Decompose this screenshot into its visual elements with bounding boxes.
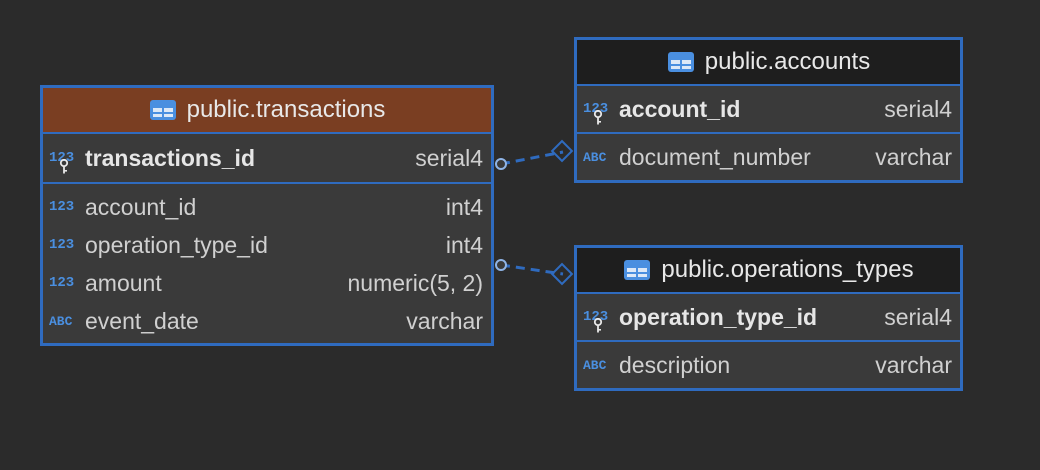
column-name: account_id — [85, 193, 197, 220]
table-title: public.transactions — [186, 96, 386, 123]
column-name: description — [619, 351, 731, 378]
fk-transactions-operations-types[interactable] — [495, 259, 574, 286]
table-transactions[interactable]: public.transactions 123 transactions_id … — [40, 85, 494, 346]
column-row[interactable]: ABC event_date varchar — [43, 302, 491, 340]
table-accounts[interactable]: public.accounts 123 account_id serial4 A… — [574, 37, 963, 183]
fk-transactions-accounts[interactable] — [495, 139, 574, 170]
column-type: int4 — [445, 193, 483, 220]
column-row[interactable]: ABC document_number varchar — [577, 134, 960, 180]
numeric-key-icon: 123 — [49, 150, 85, 174]
column-name: operation_type_id — [85, 231, 268, 258]
table-header: public.operations_types — [577, 248, 960, 294]
column-row[interactable]: ABC description varchar — [577, 342, 960, 388]
table-title: public.accounts — [704, 48, 871, 75]
column-type: serial4 — [884, 303, 952, 330]
column-type: varchar — [406, 307, 483, 334]
text-type-icon: ABC — [49, 313, 73, 329]
column-type: serial4 — [415, 144, 483, 171]
column-row[interactable]: 123 operation_type_id int4 — [43, 226, 491, 264]
table-header: public.transactions — [43, 88, 491, 134]
column-row-pk[interactable]: 123 account_id serial4 — [577, 86, 960, 132]
divider — [577, 132, 960, 134]
column-row-pk[interactable]: 123 operation_type_id serial4 — [577, 294, 960, 340]
table-operations-types[interactable]: public.operations_types 123 operation_ty… — [574, 245, 963, 391]
table-title: public.operations_types — [661, 256, 914, 283]
column-name: amount — [85, 269, 162, 296]
column-name: account_id — [619, 95, 741, 122]
column-row-pk[interactable]: 123 transactions_id serial4 — [43, 134, 491, 182]
column-type: varchar — [875, 143, 952, 170]
text-type-icon: ABC — [583, 149, 607, 165]
table-header: public.accounts — [577, 40, 960, 86]
table-icon — [667, 52, 694, 72]
numeric-type-icon: 123 — [49, 237, 75, 253]
text-type-icon: ABC — [583, 357, 607, 373]
divider — [43, 182, 491, 184]
table-icon — [149, 100, 176, 120]
column-name: document_number — [619, 143, 811, 170]
column-type: varchar — [875, 351, 952, 378]
numeric-type-icon: 123 — [49, 275, 75, 291]
column-row[interactable]: 123 account_id int4 — [43, 188, 491, 226]
column-type: serial4 — [884, 95, 952, 122]
column-row[interactable]: 123 amount numeric(5, 2) — [43, 264, 491, 302]
column-type: numeric(5, 2) — [347, 269, 483, 296]
column-name: transactions_id — [85, 144, 255, 171]
divider — [577, 340, 960, 342]
column-type: int4 — [445, 231, 483, 258]
column-name: operation_type_id — [619, 303, 818, 330]
numeric-type-icon: 123 — [49, 199, 75, 215]
numeric-key-icon: 123 — [583, 101, 619, 125]
column-name: event_date — [85, 307, 199, 334]
table-icon — [624, 260, 651, 280]
numeric-key-icon: 123 — [583, 309, 619, 333]
